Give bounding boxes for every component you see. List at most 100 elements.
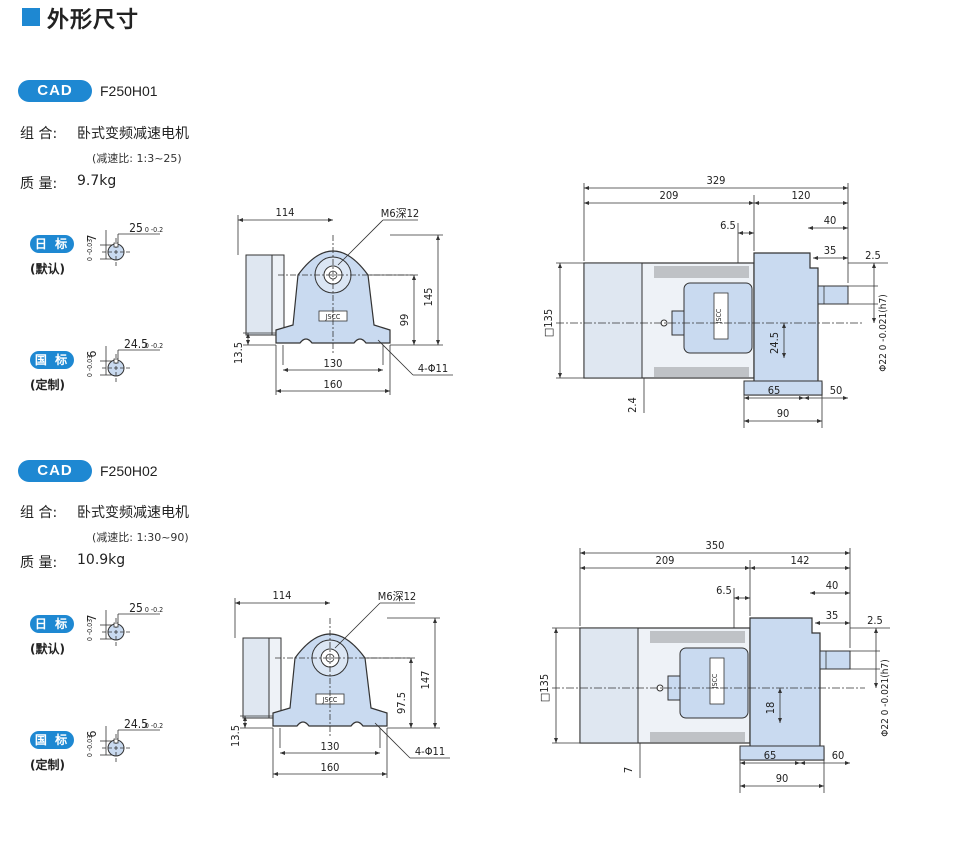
dim-arrow xyxy=(872,318,876,323)
dim-arrow xyxy=(738,231,743,235)
dim-arrow xyxy=(580,566,585,570)
dim-arrow xyxy=(874,683,878,688)
std-cn-note-2: (定制) xyxy=(30,758,65,772)
std-cn-badge-2: 国 标 xyxy=(30,731,74,749)
dim-90: 90 xyxy=(777,407,790,420)
dim-99: 97.5 xyxy=(395,692,408,714)
dim-arrow xyxy=(843,201,848,205)
dim-total-length: 329 xyxy=(707,174,726,187)
dim-114: 114 xyxy=(273,589,292,602)
dim-arrow xyxy=(584,201,589,205)
dim-shaft-diameter: Φ22 0 -0.021(h7) xyxy=(880,659,891,736)
section-title-marker xyxy=(22,8,40,26)
key-width-tolerance: 0 -0.2 xyxy=(145,226,163,234)
dim-arrow xyxy=(375,751,380,755)
dim-arrow xyxy=(843,396,848,400)
dim-160: 160 xyxy=(321,761,340,774)
dim-holes: 4-Φ11 xyxy=(415,745,445,758)
dim-arrow xyxy=(845,566,850,570)
dim-arrow xyxy=(580,551,585,555)
std-jp-badge-2: 日 标 xyxy=(30,615,74,633)
dim-24-5: 18 xyxy=(764,702,777,715)
dim-arrow xyxy=(433,723,437,728)
dim-arrow xyxy=(433,618,437,623)
cad-button-2[interactable]: CAD xyxy=(18,460,92,482)
key-width-tolerance: 0 -0.2 xyxy=(145,606,163,614)
dim-arrow xyxy=(328,218,333,222)
dim-114: 114 xyxy=(276,206,295,219)
cad-button-1[interactable]: CAD xyxy=(18,80,92,102)
mass-label-1: 质 量: xyxy=(20,176,58,192)
dim-arrow xyxy=(744,419,749,423)
leader-line xyxy=(374,722,411,759)
key-height-tolerance: 0 -0.03 xyxy=(86,355,94,377)
std-jp-note-2: (默认) xyxy=(30,642,65,656)
dim-arrow xyxy=(744,396,749,400)
dim-145: 147 xyxy=(419,671,432,690)
dim-arrow xyxy=(273,772,278,776)
gearbox-side xyxy=(741,617,825,761)
key-height: 6 xyxy=(85,350,99,357)
dim-130: 130 xyxy=(321,740,340,753)
dim-arrow xyxy=(749,231,754,235)
dim-arrow xyxy=(409,658,413,663)
dim-130: 130 xyxy=(324,357,343,370)
dim-arrow xyxy=(243,723,247,728)
dim-arrow xyxy=(749,201,754,205)
keyway xyxy=(113,738,119,744)
key-width-tolerance: 0 -0.2 xyxy=(145,722,163,730)
combo-value-2: 卧式变频减速电机 xyxy=(77,505,189,521)
model-code-2: F250H02 xyxy=(100,463,158,479)
dim-square-135: □135 xyxy=(542,309,555,337)
dim-arrow xyxy=(554,738,558,743)
dim-209: 209 xyxy=(660,189,679,202)
dim-shaft-diameter: Φ22 0 -0.021(h7) xyxy=(878,294,889,371)
dim-arrow xyxy=(740,761,745,765)
std-jp-note-1: (默认) xyxy=(30,262,65,276)
dim-arrow xyxy=(283,368,288,372)
dim-arrow xyxy=(584,186,589,190)
dim-arrow xyxy=(436,340,440,345)
dim-arrow xyxy=(804,396,809,400)
std-cn-note-1: (定制) xyxy=(30,378,65,392)
std-cn-badge-1: 国 标 xyxy=(30,351,74,369)
dim-arrow xyxy=(246,333,250,338)
key-width-tolerance: 0 -0.2 xyxy=(145,342,163,350)
output-shaft-side xyxy=(819,650,851,670)
dim-arrow xyxy=(872,263,876,268)
dim-arrow xyxy=(808,226,813,230)
dim-2-5: 2.5 xyxy=(865,249,881,262)
nameplate-logo: JSCC xyxy=(711,673,719,689)
gearbox-foot xyxy=(743,380,823,396)
ratio-1: (减速比: 1:3~25) xyxy=(92,152,182,165)
model-code-1: F250H01 xyxy=(100,83,158,99)
key-height: 7 xyxy=(85,235,99,242)
dim-arrow xyxy=(795,761,800,765)
dim-arrow xyxy=(378,368,383,372)
dim-2-5: 2.5 xyxy=(867,614,883,627)
dim-65: 65 xyxy=(768,384,781,397)
dim-209: 209 xyxy=(656,554,675,567)
dim-6-5: 6.5 xyxy=(716,584,732,597)
dim-35: 35 xyxy=(824,244,837,257)
dim-arrow xyxy=(740,784,745,788)
section-title: 外形尺寸 xyxy=(47,8,140,33)
motor-fan-cover xyxy=(579,627,639,744)
dim-arrow xyxy=(778,688,782,693)
leader-line xyxy=(337,219,384,266)
mass-label-2: 质 量: xyxy=(20,555,58,571)
dim-6-5: 6.5 xyxy=(720,219,736,232)
combo-label-1: 组 合: xyxy=(20,126,58,142)
dim-arrow xyxy=(845,591,850,595)
motor-flange xyxy=(268,637,282,719)
dim-m6: M6深12 xyxy=(378,590,416,603)
dim-120: 120 xyxy=(792,189,811,202)
motor-fan-cover xyxy=(583,262,643,379)
dim-arrow xyxy=(382,772,387,776)
ratio-2: (减速比: 1:30~90) xyxy=(92,531,189,544)
